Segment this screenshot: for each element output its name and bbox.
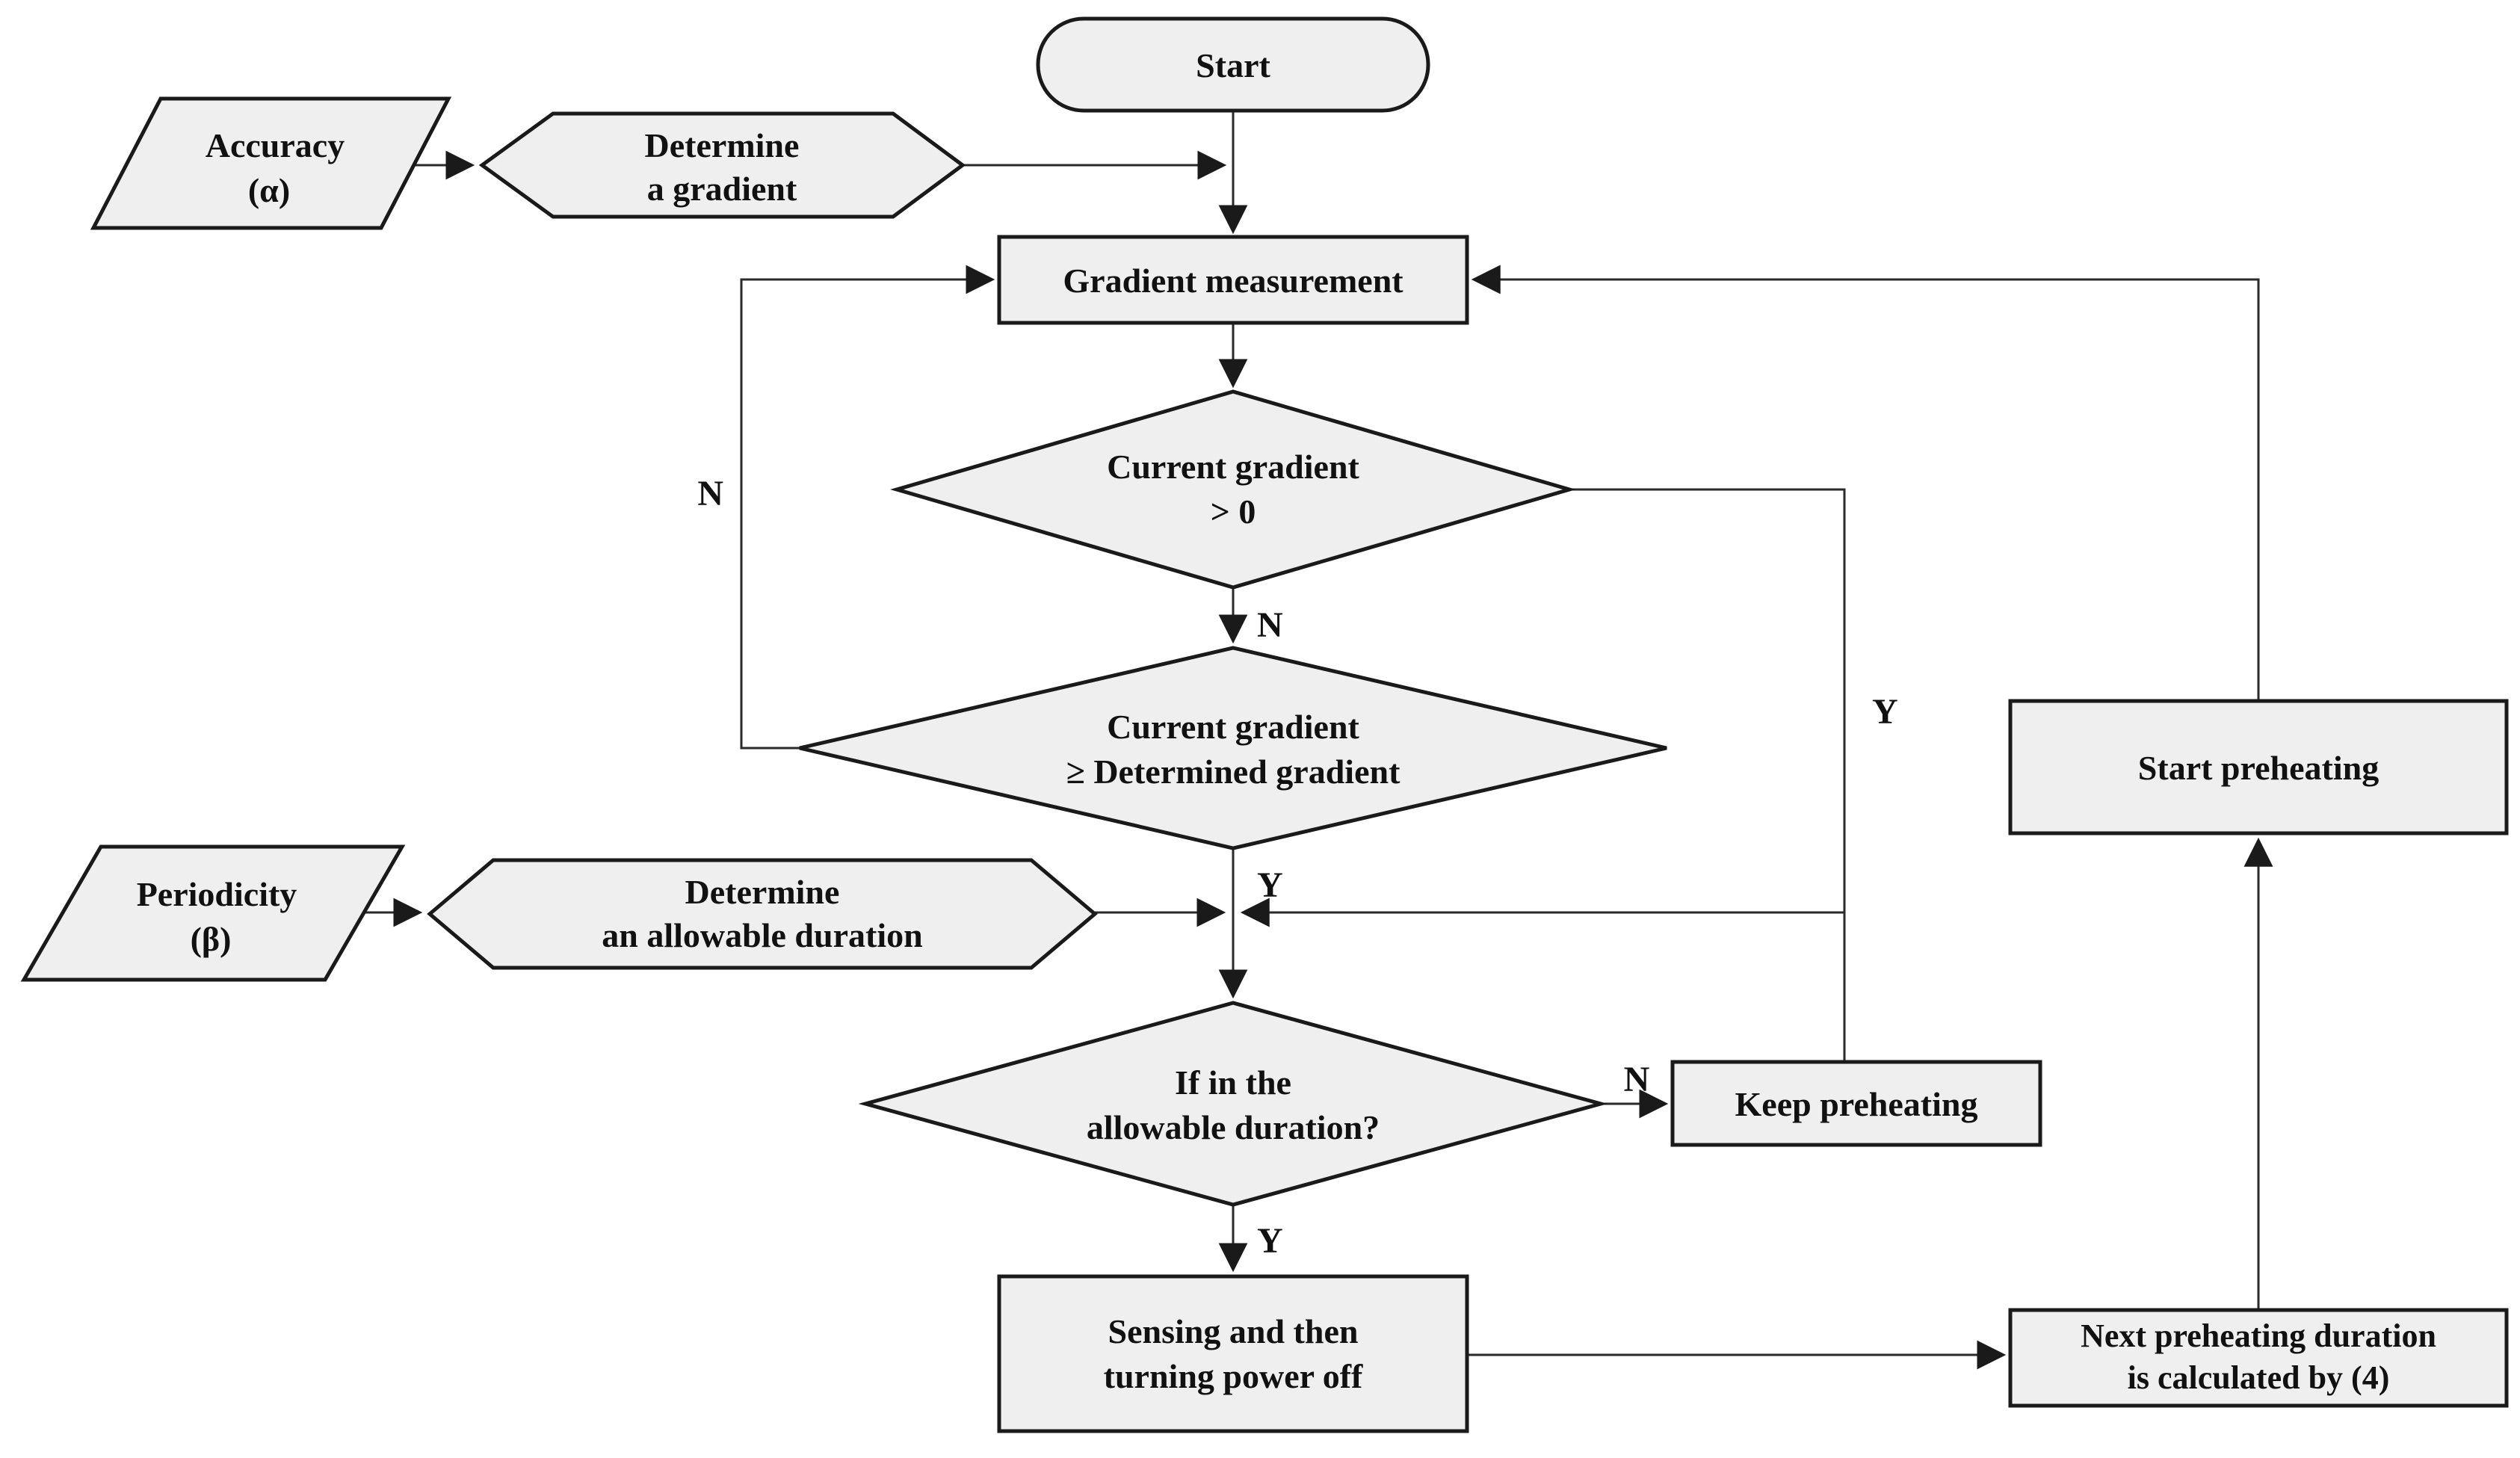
start-preheating-node: Start preheating: [2008, 699, 2509, 835]
edge-start-preheating-to-gradient-measurement: [1471, 265, 2260, 701]
start-preheating-rect-shape: [2008, 699, 2509, 835]
label-gradient-positive-no: N: [1257, 605, 1283, 645]
sensing-power-off-line2: turning power off: [1104, 1357, 1363, 1395]
start-label: Start: [1196, 46, 1270, 84]
start-node: Start: [1036, 16, 1430, 113]
label-current-vs-determined-yes: Y: [1257, 865, 1283, 905]
edge-current-vs-determined-no-loop-to-measurement: [740, 265, 995, 750]
keep-preheating-node: Keep preheating: [1670, 1060, 2042, 1147]
next-preheating-duration-line2: is calculated by (4): [2128, 1359, 2390, 1396]
current-gradient-positive-decision: Current gradient > 0: [890, 389, 1576, 590]
periodicity-input-node: Periodicity (β): [20, 844, 406, 982]
periodicity-label-line2: (β): [191, 920, 232, 958]
current-gradient-positive-diamond-shape: [890, 389, 1576, 590]
keep-preheating-rect-shape: [1670, 1060, 2042, 1147]
gradient-measurement-rect-shape: [997, 235, 1469, 325]
start-preheating-label: Start preheating: [2138, 749, 2379, 787]
sensing-power-off-node: Sensing and then turning power off: [997, 1274, 1469, 1433]
current-vs-determined-line2: ≥ Determined gradient: [1066, 753, 1400, 791]
determine-gradient-line2: a gradient: [647, 170, 797, 208]
determine-allowable-duration-line1: Determine: [685, 873, 840, 911]
determine-allowable-duration-line2: an allowable duration: [602, 916, 922, 954]
label-allowable-duration-yes: Y: [1257, 1221, 1283, 1261]
accuracy-label-line1: Accuracy: [206, 126, 345, 164]
sensing-power-off-rect-shape: [997, 1274, 1469, 1433]
current-vs-determined-decision: Current gradient ≥ Determined gradient: [799, 646, 1667, 850]
accuracy-label-line2: (α): [248, 171, 290, 209]
accuracy-input-node: Accuracy (α): [90, 96, 452, 230]
if-allowable-duration-diamond-shape: [858, 1001, 1608, 1207]
accuracy-parallelogram-shape: [90, 96, 452, 230]
periodicity-parallelogram-shape: [20, 844, 406, 982]
determine-gradient-node: Determine a gradient: [478, 111, 966, 219]
start-terminator-shape: [1036, 16, 1430, 113]
current-gradient-positive-line1: Current gradient: [1107, 448, 1359, 486]
keep-preheating-label: Keep preheating: [1735, 1085, 1978, 1123]
gradient-measurement-node: Gradient measurement: [997, 235, 1469, 325]
label-gradient-positive-yes: Y: [1872, 692, 1898, 732]
current-gradient-positive-line2: > 0: [1211, 492, 1256, 531]
periodicity-label-line1: Periodicity: [137, 875, 297, 913]
next-preheating-duration-node: Next preheating duration is calculated b…: [2008, 1308, 2509, 1408]
edge-gradient-positive-yes-down-right-side: [1569, 488, 1846, 1062]
gradient-measurement-label: Gradient measurement: [1063, 262, 1403, 300]
determine-gradient-hexagon-shape: [478, 111, 966, 219]
next-preheating-duration-rect-shape: [2008, 1308, 2509, 1408]
current-vs-determined-diamond-shape: [799, 646, 1667, 850]
determine-allowable-duration-node: Determine an allowable duration: [427, 858, 1098, 970]
next-preheating-duration-line1: Next preheating duration: [2081, 1318, 2436, 1354]
label-current-vs-determined-no: N: [697, 474, 723, 513]
determine-gradient-line1: Determine: [645, 126, 800, 164]
determine-allowable-duration-hexagon-shape: [427, 858, 1098, 970]
if-allowable-duration-decision: If in the allowable duration?: [858, 1001, 1608, 1207]
if-allowable-duration-line1: If in the: [1175, 1063, 1291, 1102]
if-allowable-duration-line2: allowable duration?: [1087, 1108, 1380, 1146]
label-allowable-duration-no: N: [1624, 1060, 1650, 1099]
sensing-power-off-line1: Sensing and then: [1108, 1312, 1359, 1350]
current-vs-determined-line1: Current gradient: [1107, 708, 1359, 746]
